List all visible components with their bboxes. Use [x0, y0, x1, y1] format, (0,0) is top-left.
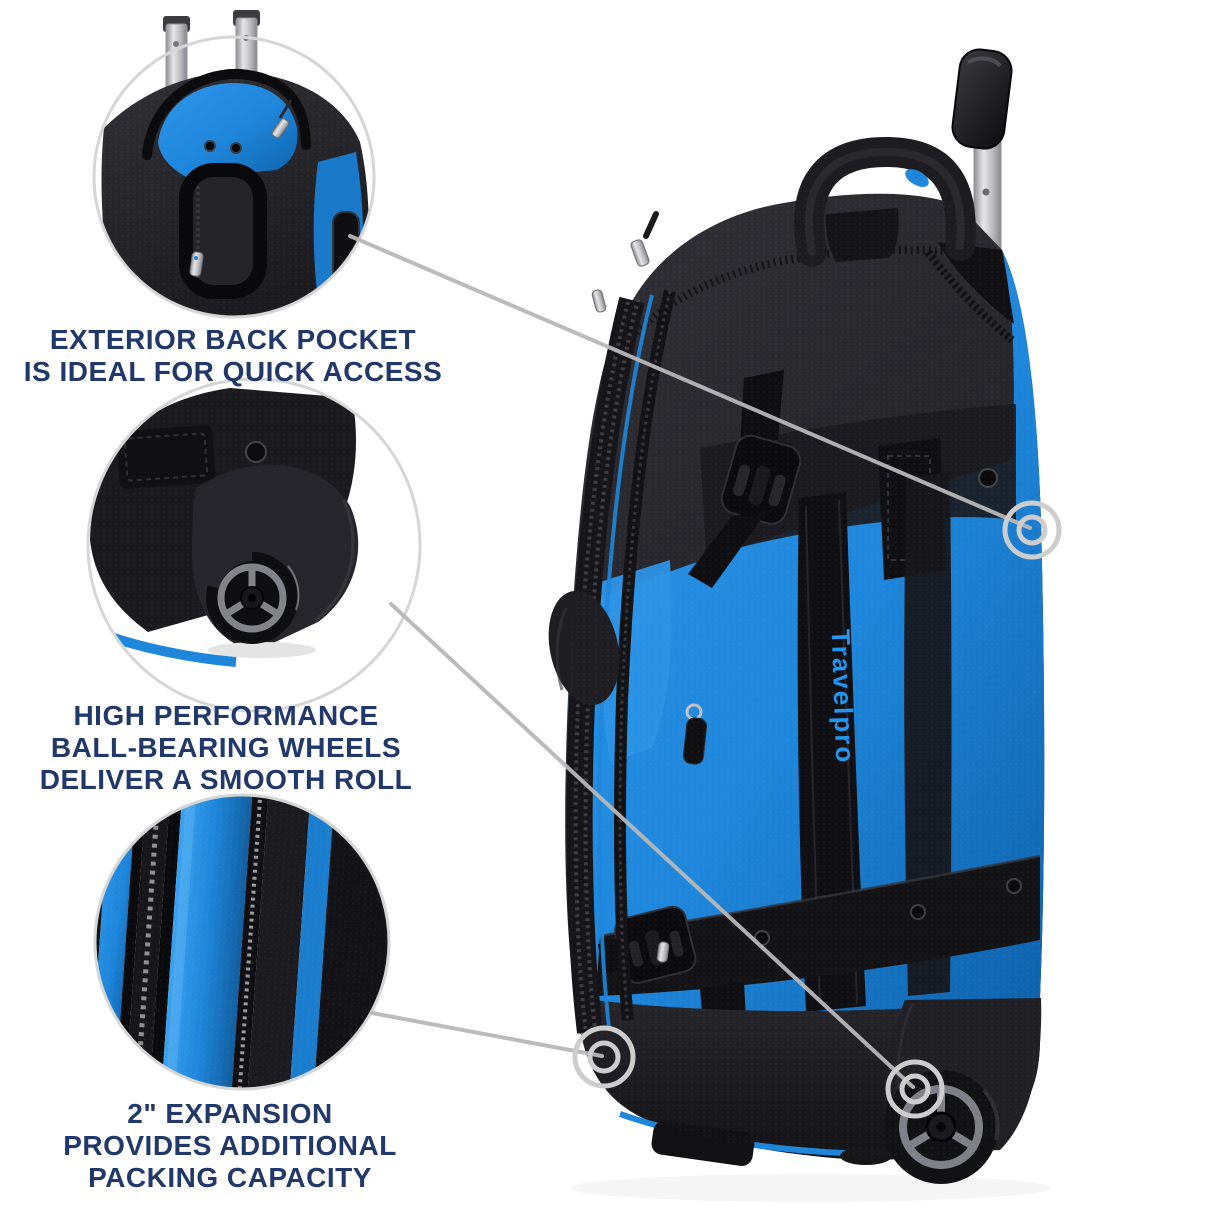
target-ring-expansion [572, 1025, 636, 1089]
caption-line: 2" EXPANSION [127, 1098, 333, 1129]
callout-wheel-photo [86, 377, 422, 713]
caption-line: HIGH PERFORMANCE [73, 700, 379, 731]
caption-line: BALL-BEARING WHEELS [50, 732, 402, 763]
blue-back-pocket [158, 83, 298, 179]
callout-back-pocket-photo [92, 10, 376, 319]
fabric-texture [565, 193, 1045, 1160]
callout-line-wheels [389, 602, 915, 1089]
caption-line: IS IDEAL FOR QUICK ACCESS [23, 356, 443, 387]
blue-tag [905, 169, 929, 187]
caption-line: PROVIDES ADDITIONAL [63, 1130, 397, 1161]
callout-circle-border [86, 377, 422, 713]
caption-wheels: HIGH PERFORMANCE BALL-BEARING WHEELS DEL… [6, 700, 446, 796]
callout-circle-border [93, 793, 391, 1091]
callout-line-expansion [370, 1011, 604, 1058]
caption-line: PACKING CAPACITY [88, 1162, 372, 1193]
suitcase-photo: Travelpro [548, 48, 1050, 1202]
front-pocket-outline [179, 163, 267, 299]
callout-line-back-pocket [348, 234, 1032, 530]
caption-line: DELIVER A SMOOTH ROLL [39, 764, 413, 795]
callout-expansion-photo [93, 793, 391, 1091]
caption-line: EXTERIOR BACK POCKET [49, 324, 417, 355]
ground-shadow [570, 1174, 1050, 1202]
target-ring-wheels [885, 1059, 945, 1119]
caption-back-pocket: EXTERIOR BACK POCKET IS IDEAL FOR QUICK … [13, 324, 453, 388]
callout-circle-border [92, 35, 376, 319]
caption-expansion: 2" EXPANSION PROVIDES ADDITIONAL PACKING… [10, 1098, 450, 1194]
handle-grip [951, 48, 1013, 150]
target-ring-back-pocket [1002, 500, 1062, 560]
